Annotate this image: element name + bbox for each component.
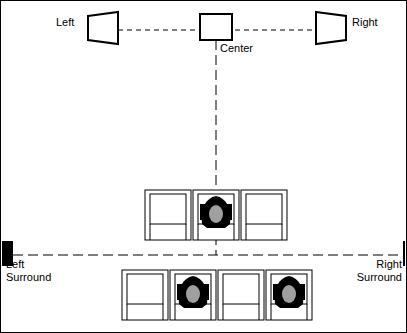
speaker-label: Left: [56, 16, 74, 29]
speaker-label: Right Surround: [340, 258, 402, 284]
speaker-label: Center: [220, 42, 253, 55]
speaker-label: Left Surround: [6, 258, 66, 284]
speaker-label: Right: [352, 16, 378, 29]
